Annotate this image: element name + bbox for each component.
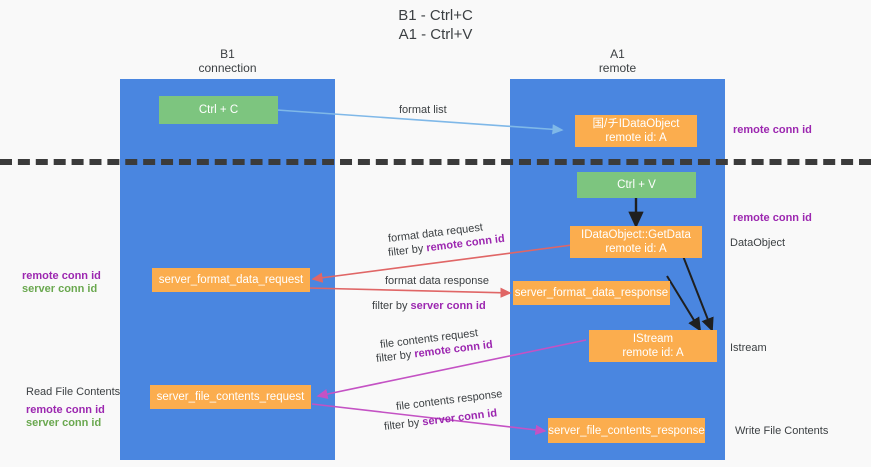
annotation-istream: Istream (730, 342, 767, 354)
node-istream-name: IStream (632, 333, 674, 345)
node-server-file-contents-request[interactable]: server_file_contents_request (150, 385, 311, 409)
filter-key-server-conn-id: server conn id (410, 300, 486, 312)
node-ctrl-v[interactable]: Ctrl + V (577, 172, 696, 198)
column-header-a1-role: remote (598, 61, 637, 75)
annotation-left-remote-conn-id-2: remote conn id (26, 404, 105, 416)
node-server-file-contents-response[interactable]: server_file_contents_response (548, 418, 705, 443)
page-title: B1 - Ctrl+C A1 - Ctrl+V (0, 6, 871, 44)
annotation-left-remote-conn-id: remote conn id (22, 270, 101, 282)
arrow-format-data-response (307, 287, 512, 298)
column-header-a1: A1 remote (510, 47, 725, 75)
column-header-b1-role: connection (198, 61, 257, 75)
node-istream-id: remote id: A (622, 347, 684, 359)
annotation-read-file-contents: Read File Contents (26, 386, 121, 398)
annotation-remote-conn-id-top: remote conn id (733, 124, 812, 136)
node-server-file-contents-request-label: server_file_contents_request (156, 391, 305, 403)
node-server-format-data-request[interactable]: server_format_data_request (152, 268, 310, 292)
node-server-format-data-request-label: server_format_data_request (158, 274, 304, 286)
node-istream[interactable]: IStream remote id: A (589, 330, 717, 362)
node-getdata-name: IDataObject::GetData (581, 229, 691, 241)
node-ctrl-c[interactable]: Ctrl + C (159, 96, 278, 124)
column-header-b1: B1 connection (120, 47, 335, 75)
node-ctrl-c-label: Ctrl + C (198, 104, 239, 116)
node-server-format-data-response-label: server_format_data_response (514, 287, 669, 299)
edge-label-format-data-response-filter: filter by server conn id (372, 299, 486, 313)
column-header-a1-name: A1 (610, 47, 625, 61)
annotation-remote-conn-id-mid: remote conn id (733, 212, 812, 224)
node-idataobject-getdata[interactable]: IDataObject::GetData remote id: A (570, 226, 702, 258)
annotation-left-server-conn-id-2: server conn id (26, 417, 102, 429)
node-idataobject-name: 国/チIDataObject (592, 118, 680, 130)
annotation-left-server-conn-id: server conn id (22, 283, 98, 295)
filter-key-server-conn-id: server conn id (421, 407, 498, 429)
filter-prefix: filter by (387, 242, 428, 260)
filter-prefix: filter by (372, 300, 411, 312)
node-idataobject-id: remote id: A (605, 132, 667, 144)
node-idataobject[interactable]: 国/チIDataObject remote id: A (575, 115, 697, 147)
node-getdata-id: remote id: A (605, 243, 667, 255)
filter-prefix: filter by (383, 416, 424, 434)
column-header-b1-name: B1 (220, 47, 235, 61)
node-server-format-data-response[interactable]: server_format_data_response (513, 281, 670, 305)
annotation-dataobject: DataObject (730, 237, 786, 249)
filter-prefix: filter by (375, 348, 416, 366)
edge-label-format-data-response: format data response (385, 275, 489, 287)
annotation-write-file-contents: Write File Contents (735, 425, 829, 437)
node-ctrl-v-label: Ctrl + V (617, 179, 656, 191)
node-server-file-contents-response-label: server_file_contents_response (548, 424, 705, 437)
edge-label-format-list: format list (399, 104, 447, 116)
title-line-1: B1 - Ctrl+C (398, 7, 473, 24)
phase-divider (0, 159, 871, 165)
title-line-2: A1 - Ctrl+V (398, 26, 473, 43)
